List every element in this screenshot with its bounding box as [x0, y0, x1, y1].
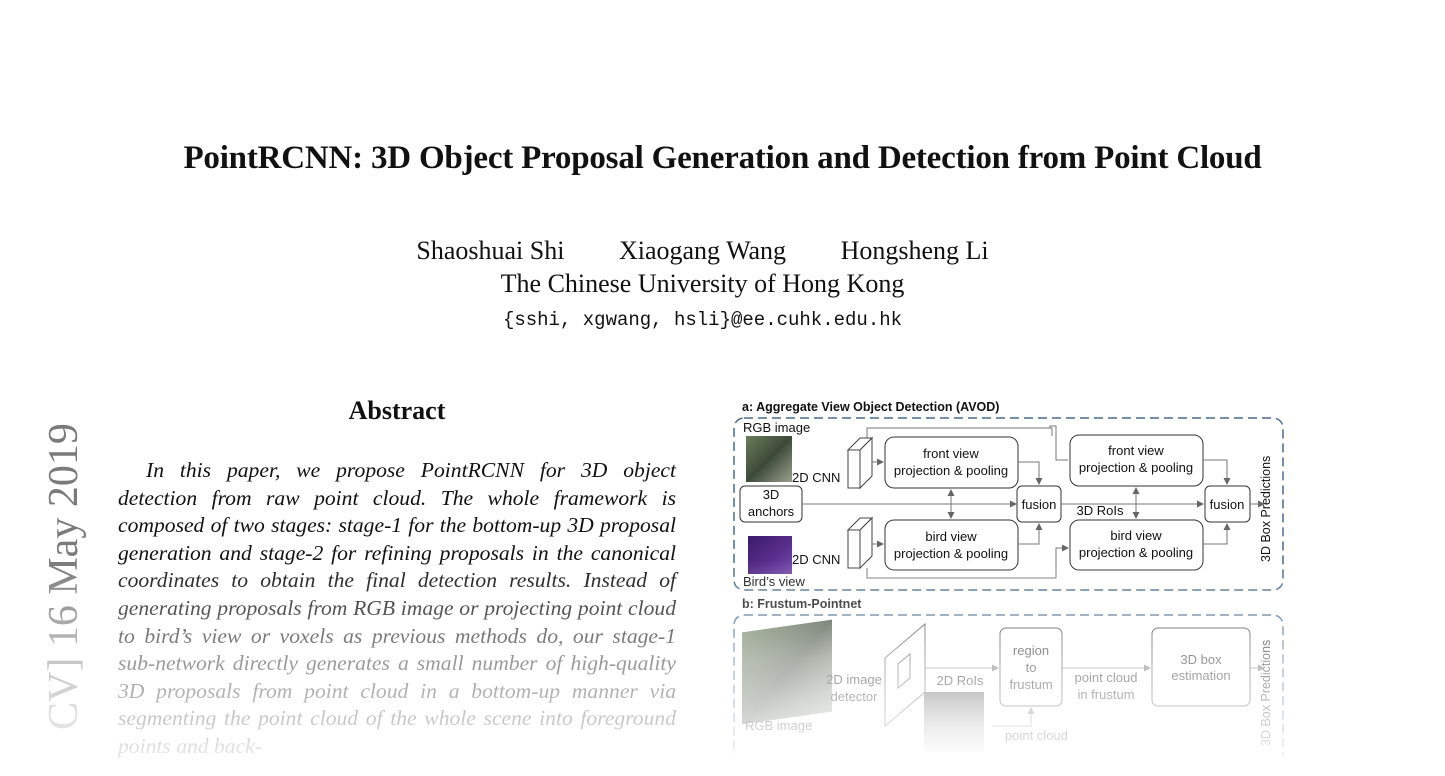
- front-view-2-line2: projection & pooling: [1079, 460, 1193, 475]
- rgb-image-b-thumbnail: [742, 619, 832, 725]
- affiliation: The Chinese University of Hong Kong: [500, 269, 905, 298]
- birds-view-thumbnail: [748, 536, 792, 574]
- detector-line2: detector: [831, 689, 879, 704]
- box-estimation-box: [1151, 627, 1251, 707]
- bird-view-1-line1: bird view: [925, 529, 977, 544]
- frustum-shape: [884, 622, 926, 728]
- panel-a-frame: [733, 417, 1284, 591]
- bird-view-2-line2: projection & pooling: [1079, 545, 1193, 560]
- framework-diagram: a: Aggregate View Object Detection (AVOD…: [733, 400, 1284, 776]
- predictions-a-label: 3D Box Predictions: [1259, 456, 1273, 562]
- region-line1: region: [1013, 643, 1049, 658]
- front-view-1-line1: front view: [923, 446, 979, 461]
- detector-line1: 2D image: [826, 672, 882, 687]
- box-estimation-line1: 3D box: [1180, 652, 1222, 667]
- rgb-image-label: RGB image: [743, 420, 810, 435]
- rois-label: 3D RoIs: [1077, 503, 1124, 518]
- rgb-image-b-label: RGB image: [745, 718, 812, 733]
- region-line3: frustum: [1009, 677, 1052, 692]
- anchors-label-line2: anchors: [748, 504, 795, 519]
- region-line2: to: [1026, 660, 1037, 675]
- cnn-top-label: 2D CNN: [792, 470, 840, 485]
- author-list: Shaoshuai Shi Xiaogang Wang Hongsheng Li: [0, 236, 1405, 266]
- point-cloud-label: point cloud: [1005, 728, 1068, 743]
- author-name: Xiaogang Wang: [618, 236, 787, 265]
- anchors-label-line1: 3D: [763, 487, 780, 502]
- arxiv-stamp: CV] 16 May 2019: [41, 423, 87, 730]
- bird-view-1-line2: projection & pooling: [894, 546, 1008, 561]
- pc-frustum-line1: point cloud: [1075, 670, 1138, 685]
- paper-title: PointRCNN: 3D Object Proposal Generation…: [183, 140, 1262, 176]
- abstract-text: In this paper, we propose PointRCNN for …: [118, 458, 676, 758]
- pc-frustum-line2: in frustum: [1077, 687, 1134, 702]
- bird-view-box-1: [884, 519, 1019, 571]
- box-estimation-line2: estimation: [1171, 668, 1230, 683]
- fusion-1-label: fusion: [1022, 497, 1057, 512]
- panel-b-title: b: Frustum-Pointnet: [742, 597, 862, 611]
- cnn-bottom-block: [846, 516, 874, 570]
- birds-view-label: Bird’s view: [743, 574, 806, 589]
- rgb-image-thumbnail: [746, 436, 792, 482]
- cnn-top-block: [846, 436, 874, 490]
- panel-a-title: a: Aggregate View Object Detection (AVOD…: [742, 400, 999, 414]
- cnn-bottom-label: 2D CNN: [792, 552, 840, 567]
- fusion-2-label: fusion: [1210, 497, 1245, 512]
- predictions-b-label: 3D Box Predictions: [1259, 640, 1273, 746]
- framework-figure: a: Aggregate View Object Detection (AVOD…: [730, 396, 1290, 776]
- front-view-1-line2: projection & pooling: [894, 463, 1008, 478]
- abstract-heading: Abstract: [348, 396, 446, 425]
- bird-view-2-line1: bird view: [1110, 528, 1162, 543]
- author-email: {sshi, xgwang, hsli}@ee.cuhk.edu.hk: [502, 309, 903, 331]
- front-view-2-line1: front view: [1108, 443, 1164, 458]
- point-cloud-thumbnail: [924, 692, 984, 752]
- rois-2d-label: 2D RoIs: [937, 673, 984, 688]
- author-name: Shaoshuai Shi: [416, 236, 565, 265]
- author-name: Hongsheng Li: [840, 236, 989, 265]
